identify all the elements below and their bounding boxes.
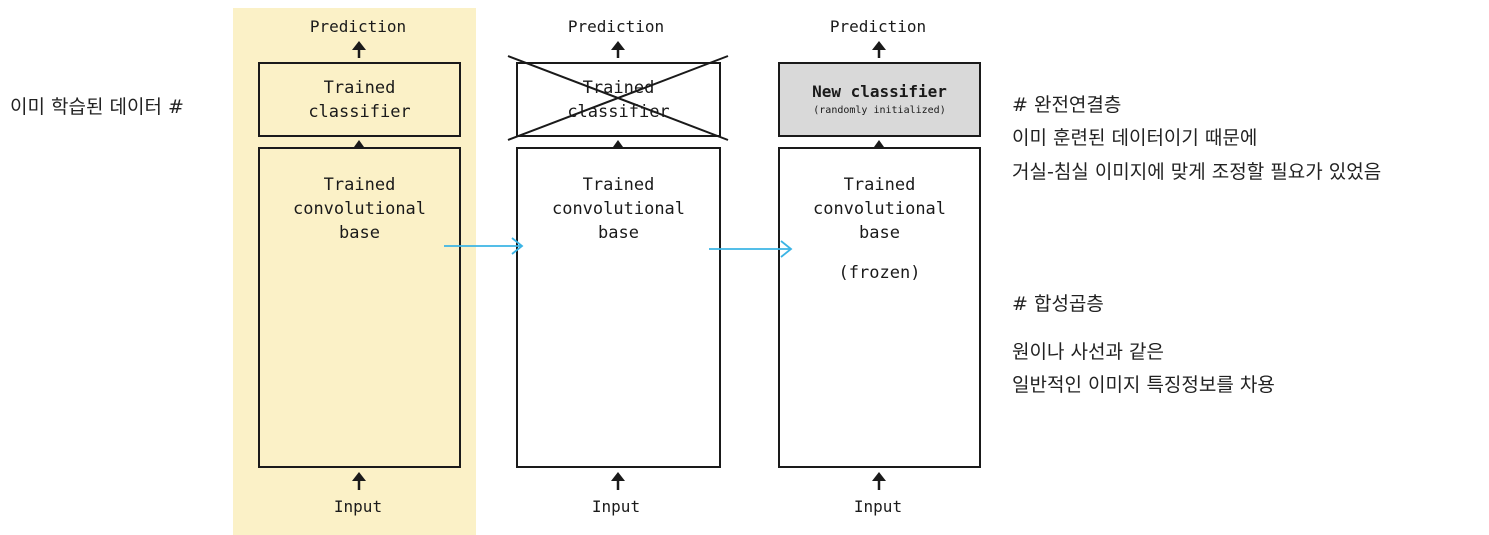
panel-2-prediction-arrow-icon <box>611 41 625 58</box>
left-note: 이미 학습된 데이터 # <box>10 96 184 118</box>
panel-1-classifier-line1: Trained <box>323 77 396 98</box>
panel-3-connector-icon <box>874 140 884 147</box>
panel-3-classifier-line1: New classifier <box>812 81 947 101</box>
panel-2-classifier-line2: classifier <box>567 101 670 122</box>
transition-arrow-2-icon <box>709 240 793 258</box>
panel-2-base-line1: Trained <box>582 175 655 195</box>
conv-note-line2: 일반적인 이미지 특징정보를 차용 <box>1012 374 1275 396</box>
panel-2-prediction-label: Prediction <box>567 17 665 36</box>
panel-3-base-line1: Trained <box>843 175 916 195</box>
panel-1-classifier-line2: classifier <box>308 101 411 122</box>
panel-3-base-line2: convolutional <box>812 199 947 219</box>
panel-1-highlight <box>233 8 476 535</box>
panel-1-prediction-arrow-icon <box>352 41 366 58</box>
panel-2-discard-cross-icon <box>507 55 729 141</box>
panel-1-connector-icon <box>354 140 364 147</box>
panel-2-base-box: Trained convolutional base <box>516 147 721 468</box>
panel-1-classifier-box: Trained classifier <box>258 62 461 137</box>
panel-3-input-label: Input <box>853 497 903 516</box>
panel-3-prediction-label: Prediction <box>829 17 927 36</box>
panel-3-input-arrow-icon <box>872 472 886 490</box>
panel-1-input-arrow-icon <box>352 472 366 490</box>
panel-2-input-label: Input <box>591 497 641 516</box>
fc-note-title: # 완전연결층 <box>1012 94 1122 116</box>
panel-1-base-box: Trained convolutional base <box>258 147 461 468</box>
fc-note-line2: 거실-침실 이미지에 맞게 조정할 필요가 있었음 <box>1012 161 1382 183</box>
panel-3-base-line4: (frozen) <box>838 263 921 283</box>
panel-2-input-arrow-icon <box>611 472 625 490</box>
panel-1-base-line3: base <box>339 223 380 243</box>
panel-3-classifier-line2: (randomly initialized) <box>813 104 946 116</box>
panel-2-classifier-line1: Trained <box>582 77 655 98</box>
panel-1-prediction-label: Prediction <box>309 17 407 36</box>
panel-3-base-line3: base <box>859 223 900 243</box>
panel-1-base-line2: convolutional <box>292 199 427 219</box>
panel-2-classifier-box: Trained classifier <box>516 62 721 137</box>
panel-1-input-label: Input <box>333 497 383 516</box>
conv-note-line1: 원이나 사선과 같은 <box>1012 341 1164 363</box>
panel-3-base-box: Trained convolutional base (frozen) <box>778 147 981 468</box>
conv-note-title: # 합성곱층 <box>1012 293 1104 315</box>
fc-note-line1: 이미 훈련된 데이터이기 때문에 <box>1012 127 1258 149</box>
panel-2-connector-icon <box>613 140 623 147</box>
transition-arrow-1-icon <box>444 237 524 255</box>
panel-3-new-classifier-box: New classifier (randomly initialized) <box>778 62 981 137</box>
panel-3-prediction-arrow-icon <box>872 41 886 58</box>
panel-1-base-line1: Trained <box>323 175 396 195</box>
panel-2-base-line3: base <box>598 223 639 243</box>
panel-2-base-line2: convolutional <box>551 199 686 219</box>
